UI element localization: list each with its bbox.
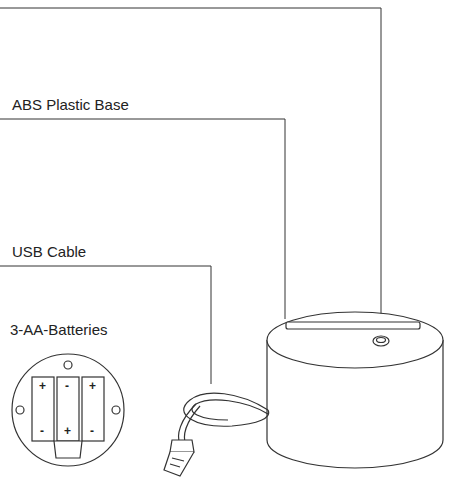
polarity-sign: + <box>39 380 46 392</box>
leader-line <box>0 266 211 384</box>
polarity-sign: - <box>65 380 69 392</box>
leader-line <box>0 119 285 319</box>
part-name: 3-AA-Batteries <box>10 322 108 337</box>
polarity-sign: - <box>40 425 44 437</box>
part-name: ABS Plastic Base <box>12 97 129 112</box>
polarity-sign: - <box>90 425 94 437</box>
polarity-sign: + <box>89 380 96 392</box>
leader-line <box>0 8 381 332</box>
battery-compartment <box>12 354 124 466</box>
part-name: USB Cable <box>12 244 86 259</box>
polarity-sign: + <box>64 425 71 437</box>
plastic-base <box>267 312 443 468</box>
usb-cable <box>164 393 269 476</box>
